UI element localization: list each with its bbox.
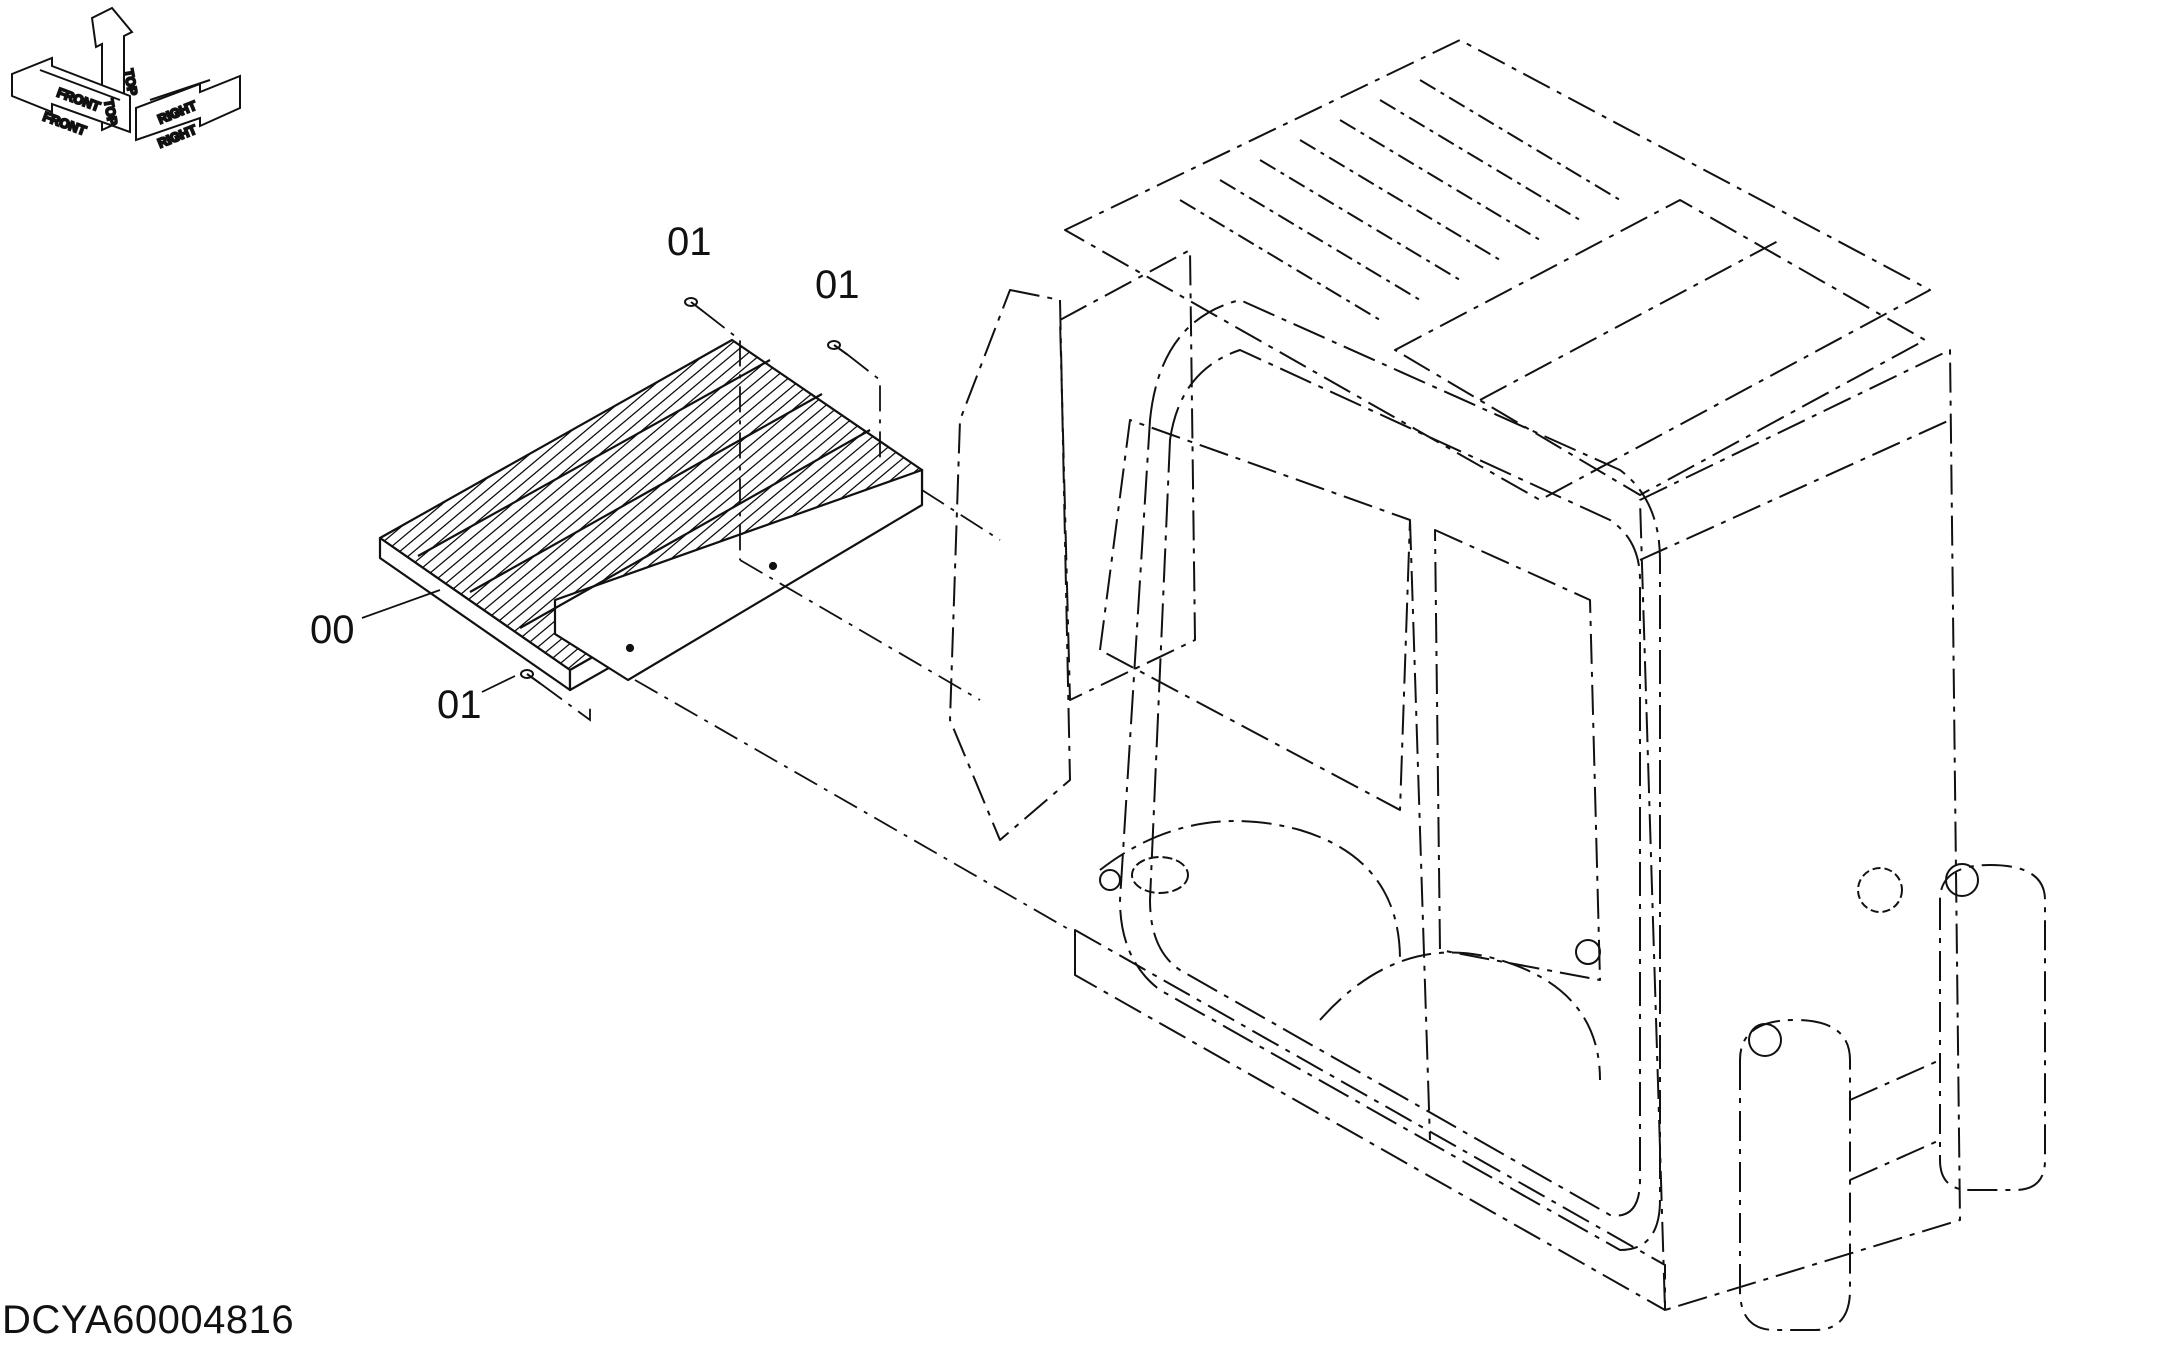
bolt-icon xyxy=(520,669,542,685)
operator-cab xyxy=(949,39,2046,1331)
top-panel-label: TOP xyxy=(121,68,140,97)
lock-icon xyxy=(1099,869,1121,891)
bolt-group xyxy=(520,297,849,685)
callout-01-lower: 01 xyxy=(437,683,482,727)
cab-right-side xyxy=(1639,349,1961,1311)
roof-cover xyxy=(1394,199,1926,496)
leader-01c xyxy=(481,675,516,693)
mirror-mount-icon xyxy=(1575,939,1601,965)
grate-step xyxy=(378,338,924,692)
right-arrow-icon xyxy=(135,74,241,142)
orientation-indicator: FRONT FRONT TOP TOP RIGHT RIGHT xyxy=(11,6,241,152)
cab-roof xyxy=(1064,39,1931,501)
drawing-id: DCYA60004816 xyxy=(2,1298,295,1342)
grate-support-frame xyxy=(553,468,924,682)
bolt-icon xyxy=(827,340,849,356)
callout-00: 00 xyxy=(310,608,355,652)
roof-slats xyxy=(1179,79,1621,321)
top-label: TOP xyxy=(101,98,120,127)
leader-00 xyxy=(361,589,441,619)
callout-01-upper-right: 01 xyxy=(815,263,860,307)
rear-panel xyxy=(949,289,1071,841)
front-arrow-icon xyxy=(11,56,131,134)
callout-01-upper-left: 01 xyxy=(667,220,712,264)
cab-base-skirt xyxy=(1074,929,1666,1311)
door-window xyxy=(1434,529,1601,981)
assembly-lines xyxy=(540,311,1071,931)
cab-door-frame xyxy=(1119,299,1661,1251)
door-handle-icon xyxy=(1131,856,1189,894)
bolt-icon xyxy=(684,297,705,313)
leader-lines xyxy=(361,589,516,693)
rear-support-left xyxy=(1739,1019,1851,1331)
rear-support-right xyxy=(1939,864,2046,1191)
